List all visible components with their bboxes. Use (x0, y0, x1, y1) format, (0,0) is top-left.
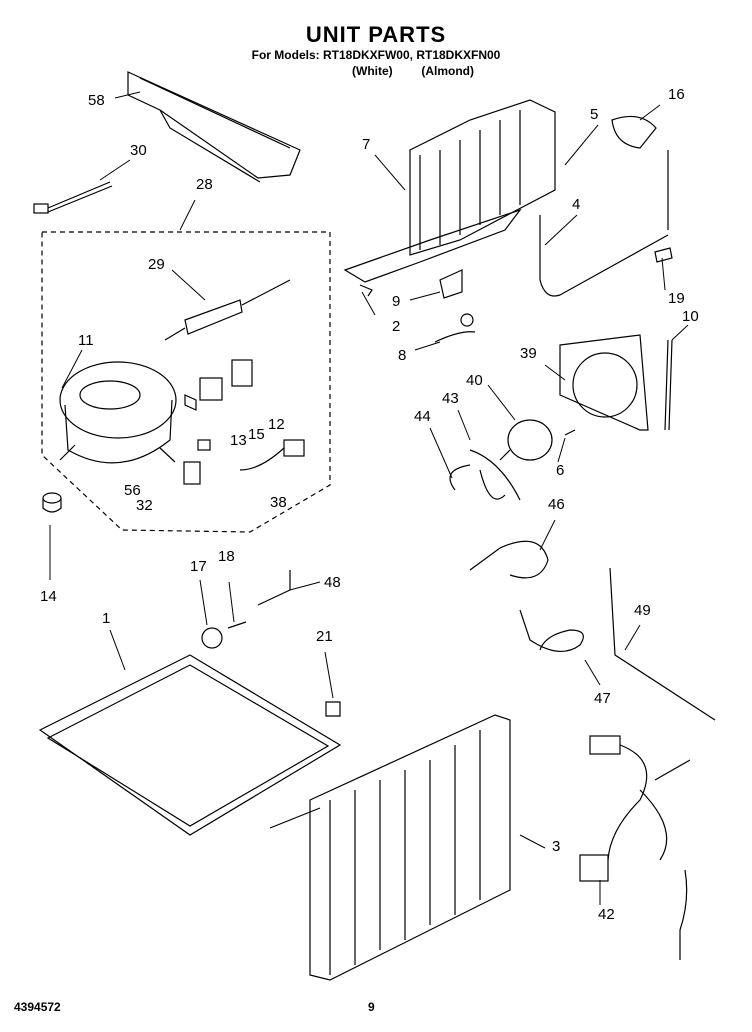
callout-14: 14 (40, 588, 57, 605)
callout-7: 7 (362, 136, 371, 153)
callout-17: 17 (190, 558, 207, 575)
compressor-group-outline (41, 231, 331, 533)
callout-46: 46 (548, 496, 565, 513)
callout-6: 6 (556, 462, 565, 479)
color-white: (White) (352, 64, 393, 78)
callout-2: 2 (392, 318, 401, 335)
callout-32: 32 (136, 497, 153, 514)
part-relay-set (183, 359, 305, 485)
callout-12: 12 (268, 416, 285, 433)
page-title: UNIT PARTS (305, 22, 447, 47)
document-number: 4394572 (14, 1000, 61, 1014)
part-tube-49 (609, 567, 716, 721)
callout-19: 19 (668, 290, 685, 307)
part-fan-shroud (559, 334, 673, 431)
part-wiring-harness (579, 735, 691, 960)
callout-15: 15 (248, 426, 265, 443)
part-compressor (59, 361, 177, 464)
callout-39: 39 (520, 345, 537, 362)
callout-58: 58 (88, 92, 105, 109)
part-drain-trough (127, 71, 301, 183)
callout-40: 40 (466, 372, 483, 389)
part-base-pan (38, 654, 342, 836)
callout-43: 43 (442, 390, 459, 407)
part-tubing-47 (519, 609, 584, 652)
part-evaporator (343, 99, 556, 283)
part-fan-motor (449, 419, 576, 501)
callout-4: 4 (572, 196, 581, 213)
callout-49: 49 (634, 602, 651, 619)
callout-29: 29 (148, 256, 165, 273)
models-subtitle: For Models: RT18DKXFW00, RT18DKXFN00 (251, 48, 501, 62)
callout-44: 44 (414, 408, 431, 425)
callout-5: 5 (590, 106, 599, 123)
callout-9: 9 (392, 293, 401, 310)
callout-16: 16 (668, 86, 685, 103)
callout-47: 47 (594, 690, 611, 707)
callout-10: 10 (682, 308, 699, 325)
color-legend: (White) (Almond) (330, 64, 490, 78)
part-hardware (201, 570, 341, 717)
callout-8: 8 (398, 347, 407, 364)
callout-18: 18 (218, 548, 235, 565)
callout-42: 42 (598, 906, 615, 923)
page-number: 9 (368, 1000, 375, 1014)
callout-56: 56 (124, 482, 141, 499)
color-almond: (Almond) (421, 64, 474, 78)
part-heater-wire (539, 115, 673, 297)
callout-13: 13 (230, 432, 247, 449)
callout-48: 48 (324, 574, 341, 591)
part-fan-bracket (434, 313, 476, 343)
part-cable (33, 181, 113, 214)
callout-11: 11 (78, 332, 94, 349)
part-clips (359, 269, 463, 299)
part-drier (164, 279, 291, 341)
part-grommet (42, 492, 62, 513)
callout-28: 28 (196, 176, 213, 193)
callout-1: 1 (102, 610, 111, 627)
part-condenser (269, 714, 511, 981)
callout-30: 30 (130, 142, 147, 159)
part-tubing-46 (469, 540, 549, 579)
callout-3: 3 (552, 838, 561, 855)
callout-38: 38 (270, 494, 287, 511)
leader-lines (49, 91, 689, 905)
callout-21: 21 (316, 628, 333, 645)
